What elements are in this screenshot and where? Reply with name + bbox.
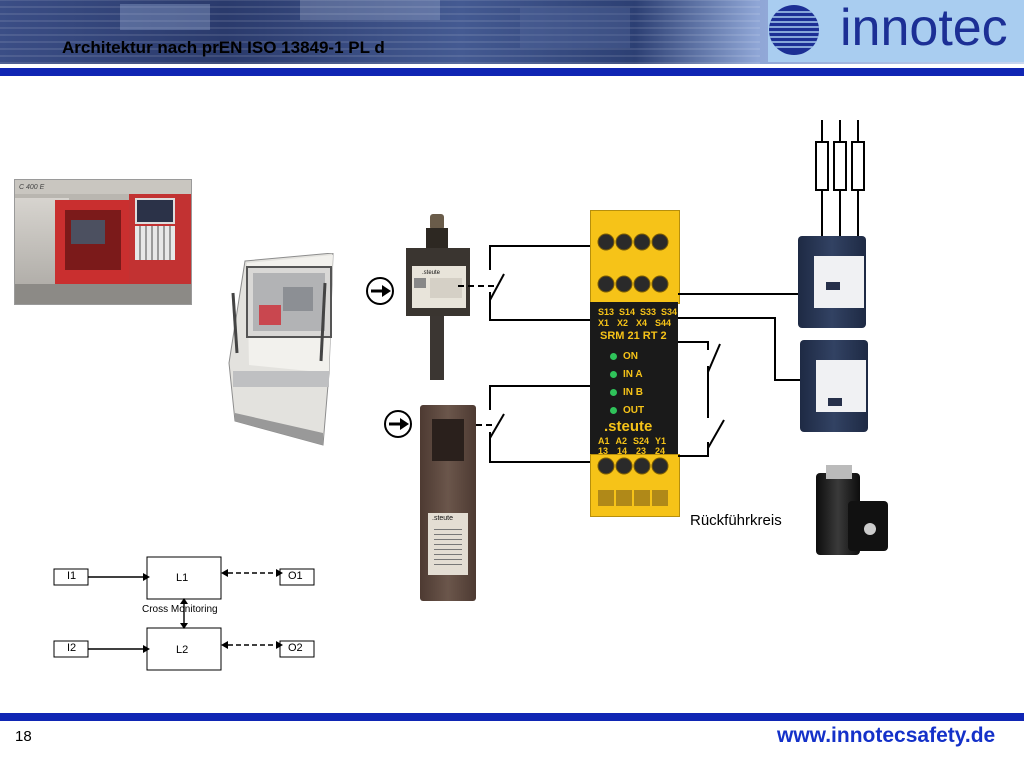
input-1-label: I1 [67, 570, 77, 582]
led-icon [610, 406, 617, 414]
header-rule [0, 68, 1024, 76]
led-on: ON [610, 347, 644, 365]
cross-monitoring-label: Cross Monitoring [142, 604, 218, 615]
header-gap [0, 64, 1024, 66]
globe-logo-icon [769, 5, 819, 55]
page-number: 18 [15, 728, 32, 745]
led-icon [610, 352, 617, 360]
logo-text: innotec [840, 0, 1008, 57]
wire [489, 245, 590, 270]
terminal-screws [597, 233, 669, 506]
circuit-texture [520, 8, 630, 48]
output-2-box [279, 640, 315, 658]
actuation-arrow-icon [384, 410, 412, 438]
contactor-1-image [798, 236, 866, 328]
switch-brand-label: .steute [432, 515, 454, 522]
terminal-labels-bottom2: 13 14 23 24 [598, 446, 666, 456]
safety-door-image [228, 253, 334, 446]
terminal-labels-top2: X1 X2 X4 S44 [598, 318, 672, 328]
slide-title: Architektur nach prEN ISO 13849-1 PL d [62, 38, 385, 57]
website-link[interactable]: www.innotecsafety.de [777, 724, 996, 747]
led-row: ON IN A IN B OUT [610, 347, 644, 419]
output-2-label: O2 [288, 642, 303, 654]
actuation-arrow-icon [366, 277, 394, 305]
safety-relay-module: S13 S14 S33 S34 X1 X2 X4 S44 SRM 21 RT 2… [590, 210, 680, 517]
terminal-labels-bottom: A1 A2 S24 Y1 [598, 436, 667, 446]
input-2-label: I2 [67, 642, 77, 654]
led-in-b: IN B [610, 383, 644, 401]
servo-motor-image [812, 465, 892, 563]
logo-box [768, 0, 1024, 62]
circuit-texture [300, 0, 440, 20]
relay-brand-label: .steute [604, 418, 653, 435]
footer-rule [0, 713, 1024, 721]
terminal-labels-top: S13 S14 S33 S34 [598, 307, 678, 317]
output-1-label: O1 [288, 570, 303, 582]
circuit-texture [120, 4, 210, 30]
svg-text:.steute: .steute [422, 270, 441, 276]
led-icon [610, 370, 617, 378]
logic-1-label: L1 [176, 572, 189, 584]
relay-model-label: SRM 21 RT 2 [600, 330, 667, 342]
door-interlock-switch-image: .steute [420, 405, 476, 601]
category-block-diagram [53, 556, 315, 671]
output-1-box [279, 568, 315, 586]
lathe-machine-photo: C 400 E [14, 179, 192, 305]
led-out: OUT [610, 401, 644, 419]
led-in-a: IN A [610, 365, 644, 383]
led-icon [610, 388, 617, 396]
position-switch-image: .steute [406, 214, 470, 380]
logic-2-label: L2 [176, 644, 189, 656]
feedback-loop-label: Rückführkreis [690, 512, 782, 529]
contactor-2-image [800, 340, 868, 432]
